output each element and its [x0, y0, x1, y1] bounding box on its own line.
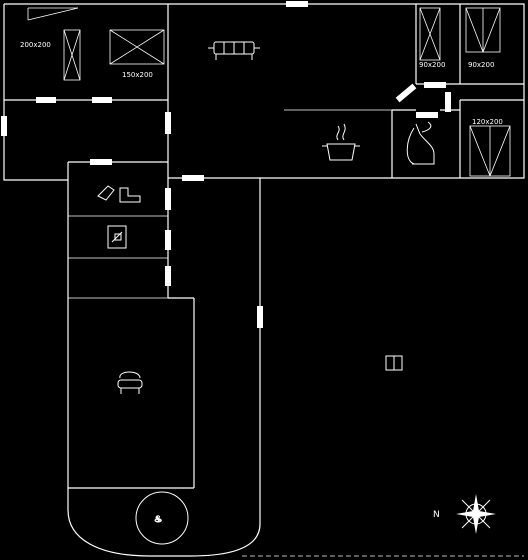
toilet-icon — [97, 185, 141, 203]
hall-door — [165, 112, 171, 134]
sauna-door — [165, 230, 171, 250]
toilet-door — [90, 159, 112, 165]
living-opening — [182, 175, 204, 181]
bunk-c-size-label: 120x200 — [472, 118, 503, 126]
bunk-a-size-label: 90x200 — [419, 61, 445, 69]
bedroom-1-door — [36, 97, 56, 103]
bunk-c-door — [445, 92, 451, 112]
washbasin-icon — [107, 225, 127, 249]
terrace-door — [257, 306, 263, 328]
bunk-a-door — [424, 82, 446, 88]
bunk-bed-a: 90x200 — [419, 7, 445, 69]
sofa-icon — [208, 41, 260, 60]
bed-200x200: 200x200 — [20, 7, 81, 81]
entrance-door — [286, 1, 308, 7]
cooking-pot-icon — [322, 123, 360, 161]
bed-150x200: 150x200 — [109, 29, 165, 79]
bunk-bed-b: 90x200 — [465, 7, 501, 69]
bunk-b-size-label: 90x200 — [468, 61, 494, 69]
bunk-bed-c: 120x200 — [469, 118, 511, 177]
doors — [1, 1, 451, 328]
compass-north-label: N — [433, 510, 440, 520]
sauna-heater-icon — [117, 371, 143, 394]
compass-rose-icon: N — [433, 494, 496, 534]
bedroom-1-size-label: 200x200 — [20, 41, 51, 49]
bathroom-door — [416, 112, 438, 118]
west-window — [1, 116, 7, 136]
hot-tub-icon: ♨ — [135, 491, 189, 545]
bedroom-2-door — [92, 97, 112, 103]
terrace-table-icon — [385, 355, 403, 371]
svg-text:♨: ♨ — [154, 515, 162, 525]
outer-walls — [3, 3, 525, 557]
bedroom-2-size-label: 150x200 — [122, 71, 153, 79]
shower-door — [165, 188, 171, 210]
spa-door — [165, 266, 171, 286]
wc-icon — [406, 121, 435, 165]
bunk-door-angled — [395, 83, 417, 103]
